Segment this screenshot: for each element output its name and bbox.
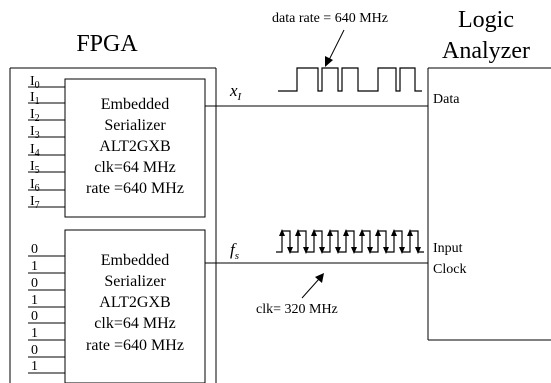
serializer-top-text: Embedded Serializer ALT2GXB clk=64 MHz r… bbox=[86, 96, 184, 197]
serializer-bottom-line-4: clk=64 MHz bbox=[94, 315, 175, 332]
clock-edge-arrows bbox=[279, 229, 421, 254]
input-label-i6: I6 bbox=[30, 177, 40, 194]
input-label-i5: I5 bbox=[30, 159, 40, 176]
serializer-top-input-labels: I0 I1 I2 I3 I4 I5 I6 I7 bbox=[30, 74, 40, 211]
data-rate-arrow bbox=[325, 29, 345, 67]
data-waveform bbox=[278, 67, 422, 92]
serializer-top-line-4: clk=64 MHz bbox=[94, 159, 175, 176]
serializer-top-line-1: Embedded bbox=[101, 96, 169, 113]
data-signal-label: xI bbox=[229, 81, 243, 103]
bit-label-5: 1 bbox=[31, 326, 38, 341]
data-rate-label: data rate = 640 MHz bbox=[272, 11, 388, 26]
serializer-top-line-5: rate =640 MHz bbox=[86, 180, 184, 197]
analyzer-data-port: Data bbox=[433, 92, 460, 107]
serializer-top-line-3: ALT2GXB bbox=[99, 138, 170, 155]
fpga-title: FPGA bbox=[76, 31, 138, 57]
analyzer-block bbox=[427, 67, 551, 341]
clock-freq-label: clk= 320 MHz bbox=[256, 302, 338, 317]
bit-label-0: 0 bbox=[31, 242, 38, 257]
serializer-bottom-text: Embedded Serializer ALT2GXB clk=64 MHz r… bbox=[86, 252, 184, 354]
serializer-bottom-line-3: ALT2GXB bbox=[99, 294, 170, 311]
input-label-i3: I3 bbox=[30, 124, 40, 141]
serializer-bottom-input-labels: 0 1 0 1 0 1 0 1 bbox=[31, 242, 38, 374]
serializer-top-inputs bbox=[28, 86, 65, 208]
fpga-block bbox=[9, 67, 217, 383]
analyzer-title-line-1: Logic bbox=[458, 7, 514, 33]
analyzer-clock-port-line-2: Clock bbox=[433, 262, 466, 277]
bit-label-1: 1 bbox=[31, 259, 38, 274]
bit-label-3: 1 bbox=[31, 293, 38, 308]
input-label-i4: I4 bbox=[30, 142, 40, 159]
bit-label-6: 0 bbox=[31, 343, 38, 358]
input-label-i0: I0 bbox=[30, 74, 40, 91]
serializer-bottom-line-1: Embedded bbox=[101, 252, 169, 269]
clock-freq-arrow bbox=[301, 273, 324, 299]
bit-label-7: 1 bbox=[31, 359, 38, 374]
input-label-i2: I2 bbox=[30, 107, 40, 124]
input-label-i1: I1 bbox=[30, 90, 40, 107]
analyzer-title-line-2: Analyzer bbox=[442, 38, 530, 64]
serializer-bottom-inputs bbox=[28, 255, 65, 374]
serializer-bottom-line-5: rate =640 MHz bbox=[86, 337, 184, 354]
clock-signal-label: fs bbox=[230, 240, 239, 262]
analyzer-clock-port-line-1: Input bbox=[433, 241, 463, 256]
bit-label-2: 0 bbox=[31, 276, 38, 291]
clock-waveform bbox=[276, 229, 424, 254]
input-label-i7: I7 bbox=[30, 194, 40, 211]
serializer-top-line-2: Serializer bbox=[104, 117, 166, 134]
bit-label-4: 0 bbox=[31, 309, 38, 324]
serializer-top bbox=[64, 78, 206, 218]
serializer-bottom-line-2: Serializer bbox=[104, 273, 166, 290]
